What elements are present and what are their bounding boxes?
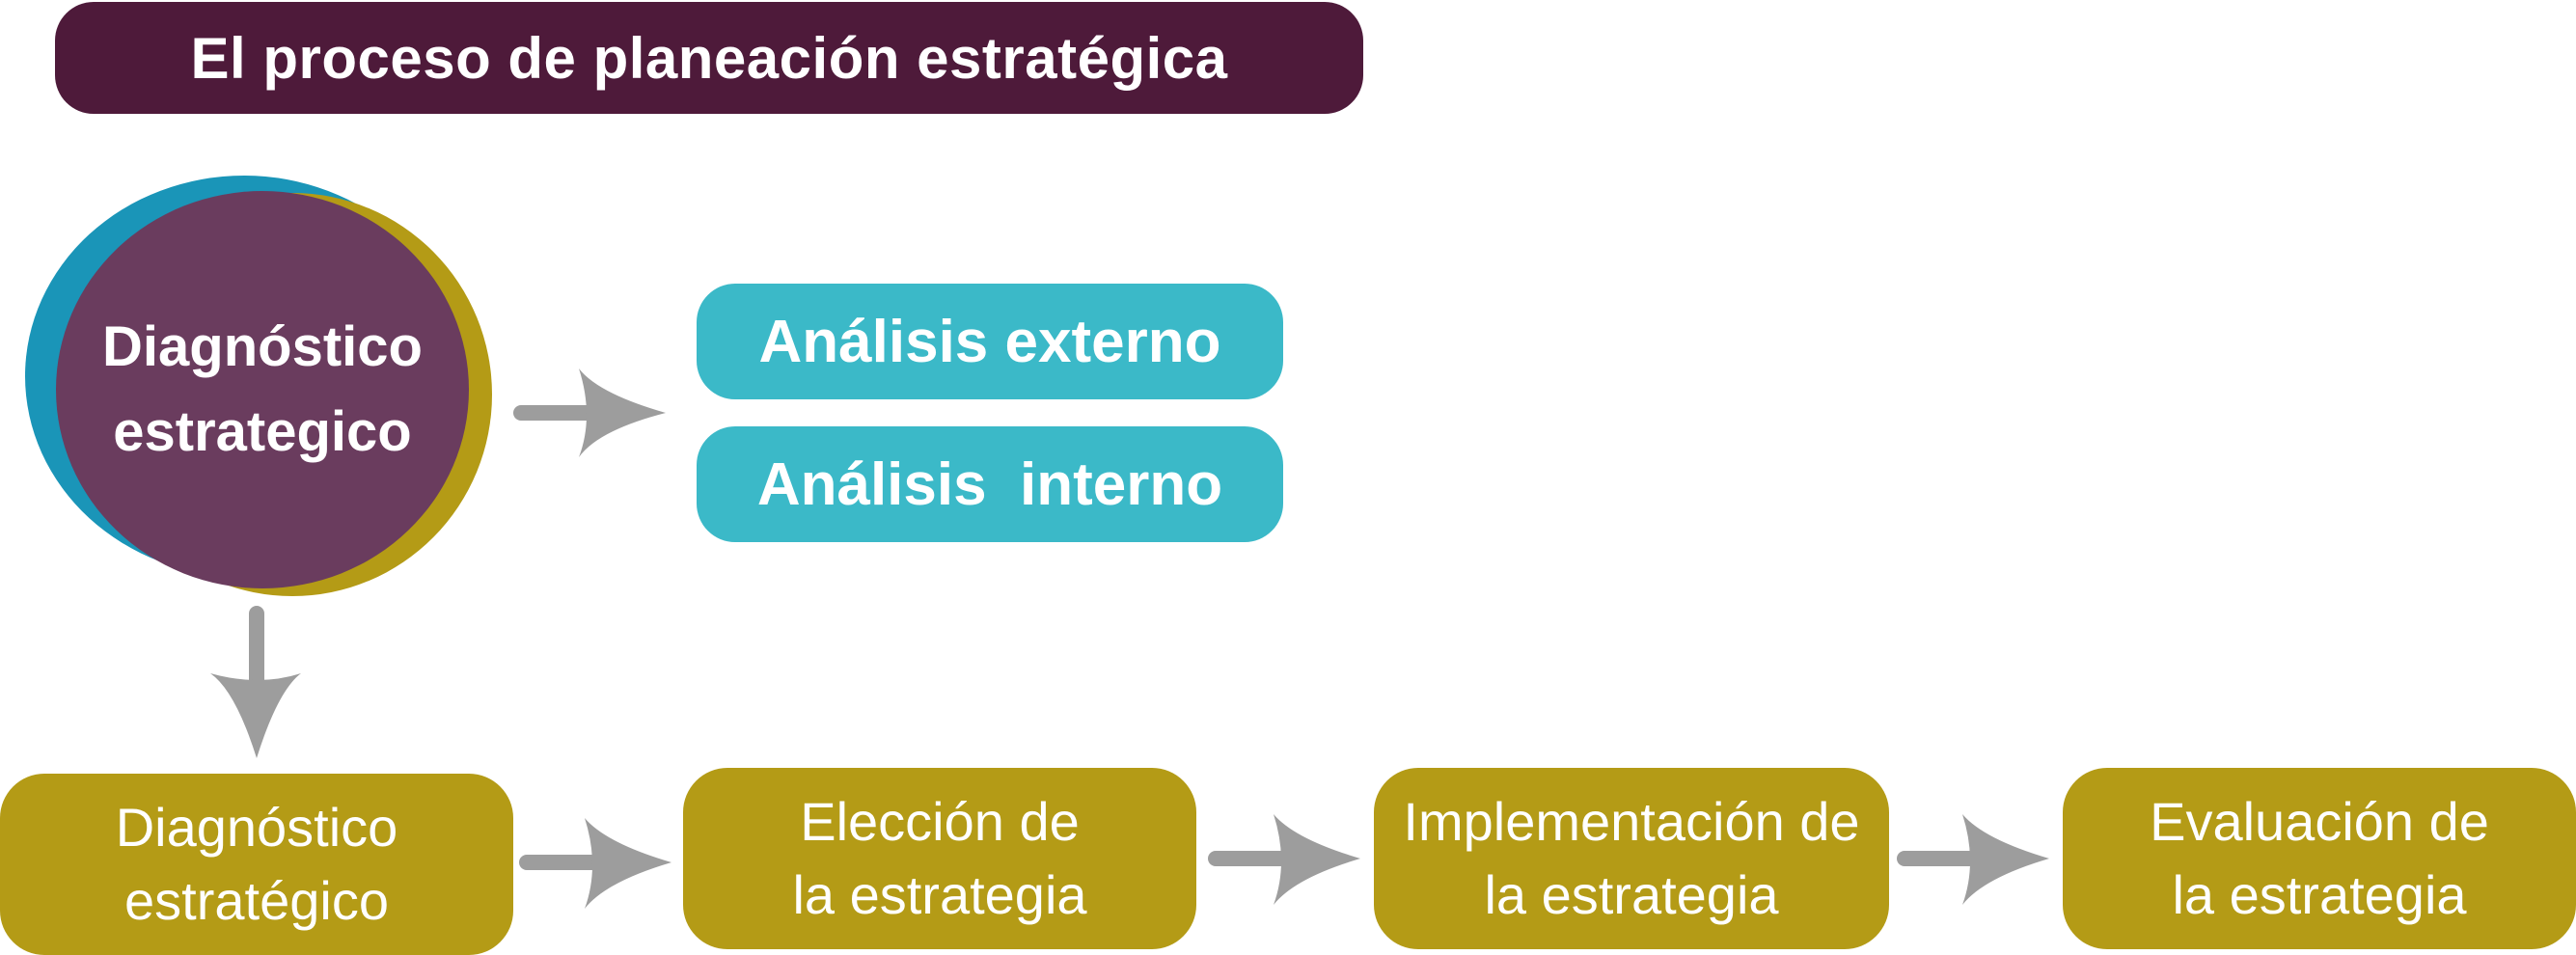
diagnosis-circle-line2: estrategico xyxy=(113,400,412,463)
external-analysis-box: Análisis externo xyxy=(697,284,1283,399)
diagnosis-circle: Diagnóstico estrategico xyxy=(56,191,469,588)
step-diagnosis-line1: Diagnóstico xyxy=(115,797,398,858)
step-choice-box: Elección de la estrategia xyxy=(683,768,1196,949)
step-diagnosis-line2: estratégico xyxy=(124,870,389,931)
arrow-step3-to-step4 xyxy=(1897,814,2049,905)
arrow-step1-to-step2 xyxy=(519,818,671,909)
step-evaluation-line1: Evaluación de xyxy=(2150,791,2489,852)
step-diagnosis-box: Diagnóstico estratégico xyxy=(0,774,513,955)
step-implementation-box: Implementación de la estrategia xyxy=(1374,768,1889,949)
step-evaluation-line2: la estrategia xyxy=(2172,864,2467,925)
step-choice-line1: Elección de xyxy=(800,791,1080,852)
diagnosis-circle-line1: Diagnóstico xyxy=(102,315,423,378)
diagram-title: El proceso de planeación estratégica xyxy=(190,25,1228,91)
title-banner: El proceso de planeación estratégica xyxy=(55,2,1363,114)
arrow-down-to-steps xyxy=(210,606,301,758)
external-analysis-label: Análisis externo xyxy=(758,308,1221,375)
arrow-right-to-analysis xyxy=(513,368,666,457)
internal-analysis-label: Análisis interno xyxy=(756,450,1223,518)
arrow-step2-to-step3 xyxy=(1208,814,1360,905)
internal-analysis-box: Análisis interno xyxy=(697,426,1283,542)
step-implementation-line1: Implementación de xyxy=(1403,791,1860,852)
step-evaluation-box: Evaluación de la estrategia xyxy=(2063,768,2576,949)
step-choice-line2: la estrategia xyxy=(792,864,1087,925)
step-implementation-line2: la estrategia xyxy=(1484,864,1779,925)
